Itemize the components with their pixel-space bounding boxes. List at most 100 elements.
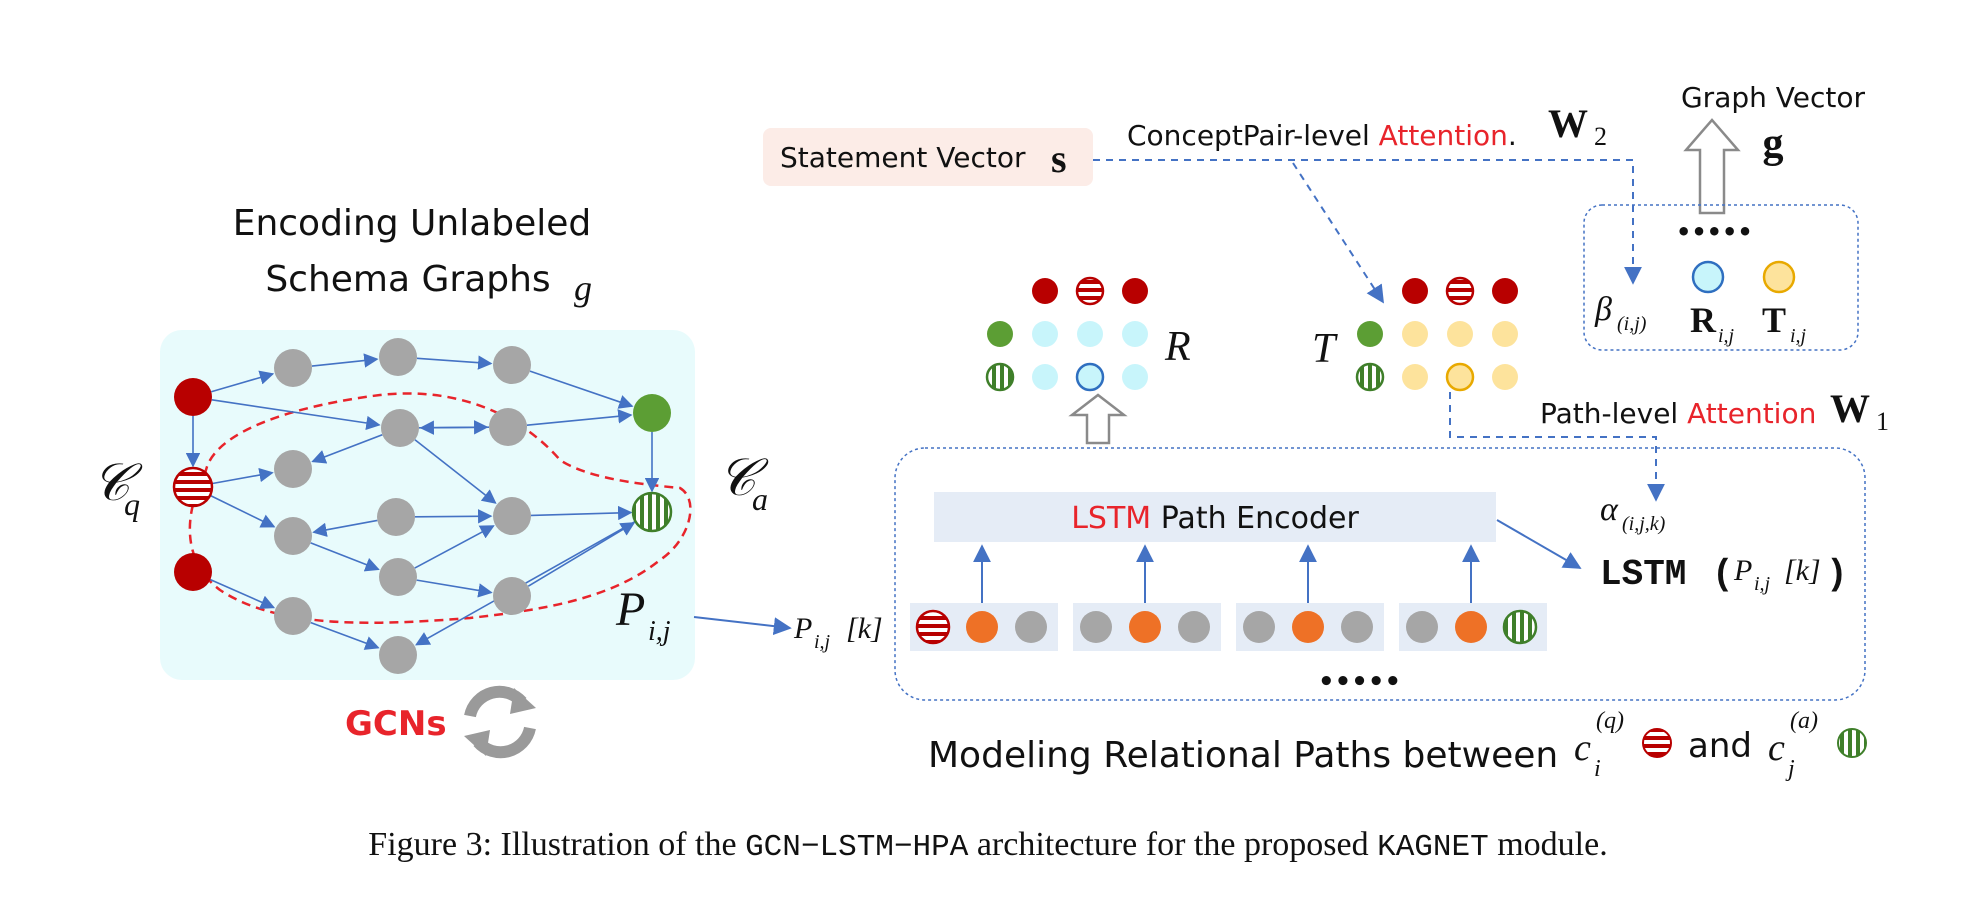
graph-node-e2	[493, 497, 531, 535]
svg-text:(q): (q)	[1596, 708, 1624, 734]
graph-edge	[211, 467, 274, 485]
svg-text:ConceptPair-level Attention.: ConceptPair-level Attention.	[1127, 119, 1517, 152]
path-node	[1341, 611, 1373, 643]
t-vector-node	[1762, 260, 1796, 294]
graph-node-d1	[274, 517, 312, 555]
graph-nodes	[172, 338, 673, 674]
encoder-to-lstm-output-arrow	[1496, 519, 1582, 569]
graph-edge	[414, 439, 497, 504]
svg-text:(: (	[1712, 554, 1734, 595]
ca-label: 𝒞 a	[718, 450, 769, 517]
svg-text:W: W	[1830, 386, 1870, 431]
matrix-cell-node	[1077, 321, 1103, 347]
statement-vector-box	[763, 128, 1093, 186]
svg-text:T: T	[1762, 300, 1786, 340]
refresh-icon	[464, 685, 536, 759]
matrix-cell-node	[1402, 321, 1428, 347]
graph-node-c1	[274, 450, 312, 488]
graph-edge	[418, 420, 489, 435]
graph-edge	[310, 542, 380, 572]
matrix-left-node	[987, 321, 1013, 347]
graph-node-a2	[379, 338, 417, 376]
svg-text:R: R	[1690, 300, 1717, 340]
matrix-cell-node	[1032, 364, 1058, 390]
lstm-path-encoder-label: LSTM Path Encoder	[1071, 501, 1359, 536]
graph-edge	[530, 505, 633, 521]
path-node	[915, 609, 951, 645]
matrix-cell-node	[1492, 321, 1518, 347]
path-node	[1292, 611, 1324, 643]
graph-node-vs	[631, 491, 673, 533]
svg-text:2: 2	[1594, 122, 1607, 151]
graph-edge	[310, 621, 380, 650]
gcns-label: GCNs	[345, 704, 447, 744]
graph-edge	[311, 434, 383, 464]
schema-graph-panel	[160, 330, 695, 680]
figure-caption: Figure 3: Illustration of the GCN−LSTM−H…	[368, 826, 1607, 865]
graph-vector-symbol: g	[1763, 121, 1784, 167]
matrix-cell-node	[1032, 321, 1058, 347]
lstm-path-encoder-bar	[934, 492, 1496, 542]
svg-text:P: P	[1733, 554, 1752, 587]
matrix-top-node	[1492, 278, 1518, 304]
subgraph-dashed-region	[188, 392, 692, 625]
t-matrix-label: T	[1312, 326, 1338, 372]
graph-edge	[415, 520, 636, 646]
encoder-to-r-arrow	[1068, 393, 1128, 445]
matrix-cell-node	[1122, 364, 1148, 390]
graph-node-a3	[493, 346, 531, 384]
t-to-alpha-line	[1449, 392, 1665, 502]
graph-edge	[414, 509, 493, 524]
svg-text:i,j: i,j	[814, 631, 831, 653]
beta-label: β (i,j)	[1594, 291, 1647, 335]
graph-node-r1	[174, 378, 212, 416]
path-node	[1080, 611, 1112, 643]
svg-text:[k]: [k]	[1784, 554, 1821, 587]
graph-node-a1	[274, 349, 312, 387]
matrix-left-node	[985, 362, 1015, 392]
statement-to-t-line	[1292, 162, 1384, 304]
svg-text:β: β	[1594, 291, 1612, 328]
path-node	[1178, 611, 1210, 643]
svg-text:c: c	[1574, 727, 1591, 769]
svg-text:i,j: i,j	[1754, 573, 1771, 595]
graph-edge	[414, 525, 495, 569]
graph-edge	[211, 399, 381, 431]
cq-label: 𝒞 q	[92, 455, 143, 522]
graph-edge	[210, 578, 276, 609]
graph-vector-box	[1583, 204, 1859, 351]
matrix-cell-node	[1445, 362, 1475, 392]
matrix-cell-node	[1075, 362, 1105, 392]
graph-vector-dots: •••••	[1676, 218, 1753, 246]
path-node	[1502, 609, 1538, 645]
graph-node-h1	[274, 597, 312, 635]
svg-text:(i,j): (i,j)	[1617, 313, 1647, 335]
graph-edge	[312, 519, 378, 537]
cj-a-label: c j (a)	[1768, 708, 1818, 782]
graph-node-e1	[377, 498, 415, 536]
matrix-cell-node	[1122, 321, 1148, 347]
svg-text:i,j: i,j	[1718, 325, 1735, 347]
graph-edge	[416, 579, 493, 598]
graph-edge	[211, 370, 275, 393]
r-vector-node	[1691, 260, 1725, 294]
graph-node-b2	[489, 408, 527, 446]
graph-vector-label: Graph Vector	[1681, 81, 1865, 114]
matrix-top-node	[1122, 278, 1148, 304]
r-ij-label: R i,j	[1690, 300, 1735, 347]
concept-attention-label: ConceptPair-level Attention. W 2	[1127, 101, 1607, 152]
cj-striped-node	[1837, 728, 1867, 758]
svg-text:Path-level Attention: Path-level Attention	[1540, 397, 1816, 430]
alpha-label: α (i,j,k)	[1600, 491, 1666, 535]
r-matrix-label: R	[1164, 324, 1191, 370]
graph-edge	[311, 353, 379, 368]
path-attention-label: Path-level Attention W 1	[1540, 386, 1889, 436]
path-node	[1243, 611, 1275, 643]
svg-text:i,j: i,j	[648, 616, 671, 647]
svg-text:): )	[1826, 554, 1848, 595]
r-matrix	[985, 276, 1148, 392]
matrix-top-node	[1032, 278, 1058, 304]
left-title-line2: Schema Graphs	[265, 259, 550, 300]
graph-node-b1	[381, 409, 419, 447]
